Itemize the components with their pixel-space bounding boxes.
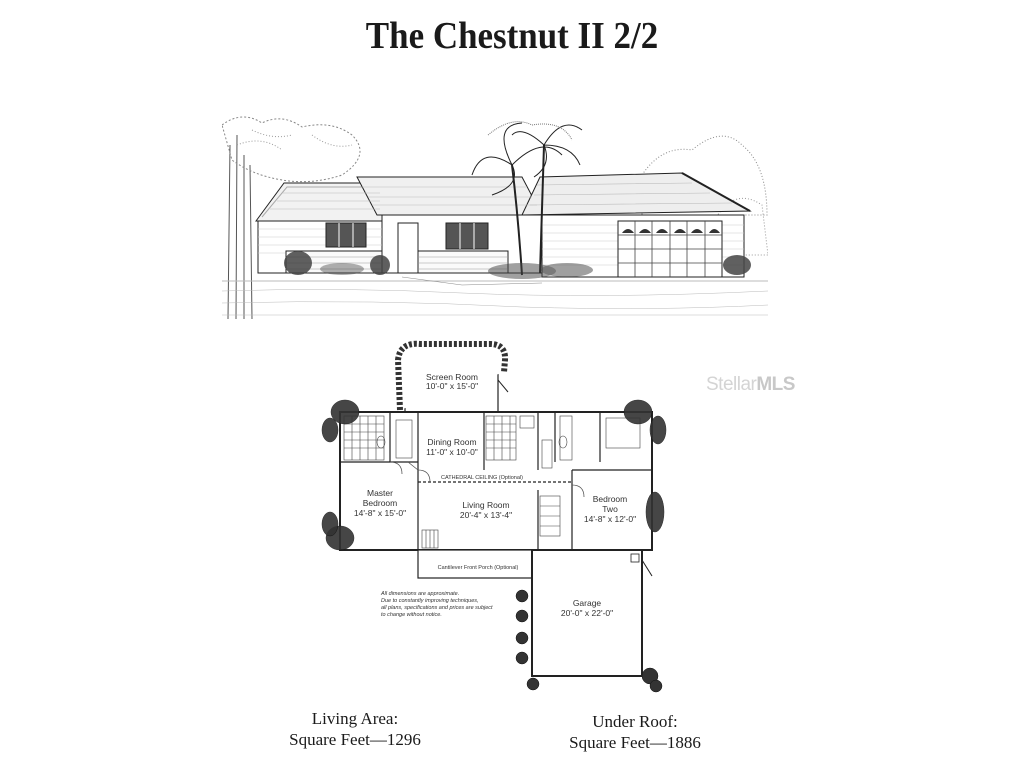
living-room-dims: 20'-4" x 13'-4" bbox=[460, 510, 512, 520]
garage bbox=[531, 549, 643, 677]
watermark-brand-b: MLS bbox=[756, 374, 795, 395]
master-bedroom-dims: 14'-8" x 15'-0" bbox=[354, 508, 406, 518]
disclaimer-line: all plans, specifications and prices are… bbox=[381, 605, 493, 611]
garage-name: Garage bbox=[573, 598, 602, 608]
shrub-border bbox=[394, 340, 509, 411]
under-roof-label: Under Roof: bbox=[592, 712, 678, 731]
dining-room-name: Dining Room bbox=[427, 437, 476, 447]
landscape-shrubs bbox=[321, 399, 667, 693]
under-roof-value: Square Feet—1886 bbox=[569, 733, 701, 752]
house-elevation-sketch bbox=[222, 116, 768, 320]
disclaimer-line: All dimensions are approximate. bbox=[380, 591, 459, 597]
screen-room-name: Screen Room bbox=[426, 372, 478, 382]
cathedral-ceiling-note: CATHEDRAL CEILING (Optional) bbox=[441, 475, 523, 481]
living-room-name: Living Room bbox=[462, 500, 509, 510]
garage-dims: 20'-0" x 22'-0" bbox=[561, 608, 613, 618]
left-trees bbox=[222, 116, 361, 320]
disclaimer-line: to change without notice. bbox=[381, 612, 442, 618]
bedroom-two-name-1: Bedroom bbox=[593, 494, 628, 504]
screen-room-dims: 10'-0" x 15'-0" bbox=[426, 381, 478, 391]
palm-trees bbox=[471, 121, 583, 276]
disclaimer-line: Due to constantly improving techniques, bbox=[381, 598, 479, 604]
watermark-brand-a: Stellar bbox=[706, 374, 757, 395]
porch-note: Cantilever Front Porch (Optional) bbox=[438, 565, 519, 571]
bedroom-two-dims: 14'-8" x 12'-0" bbox=[584, 514, 636, 524]
bedroom-two-name-2: Two bbox=[602, 504, 618, 514]
living-area-value: Square Feet—1296 bbox=[289, 730, 421, 749]
front-porch bbox=[417, 549, 533, 579]
under-roof-stat: Under Roof: Square Feet—1886 bbox=[530, 711, 740, 753]
master-bedroom-name-1: Master bbox=[367, 488, 393, 498]
dining-room-dims: 11'-0" x 10'-0" bbox=[426, 447, 478, 457]
house-outline bbox=[339, 411, 653, 551]
page-title: The Chestnut II 2/2 bbox=[365, 15, 659, 57]
watermark: StellarMLS bbox=[706, 374, 795, 396]
living-area-label: Living Area: bbox=[311, 709, 399, 728]
living-area-stat: Living Area: Square Feet—1296 bbox=[260, 708, 450, 750]
master-bedroom-name-2: Bedroom bbox=[363, 498, 398, 508]
